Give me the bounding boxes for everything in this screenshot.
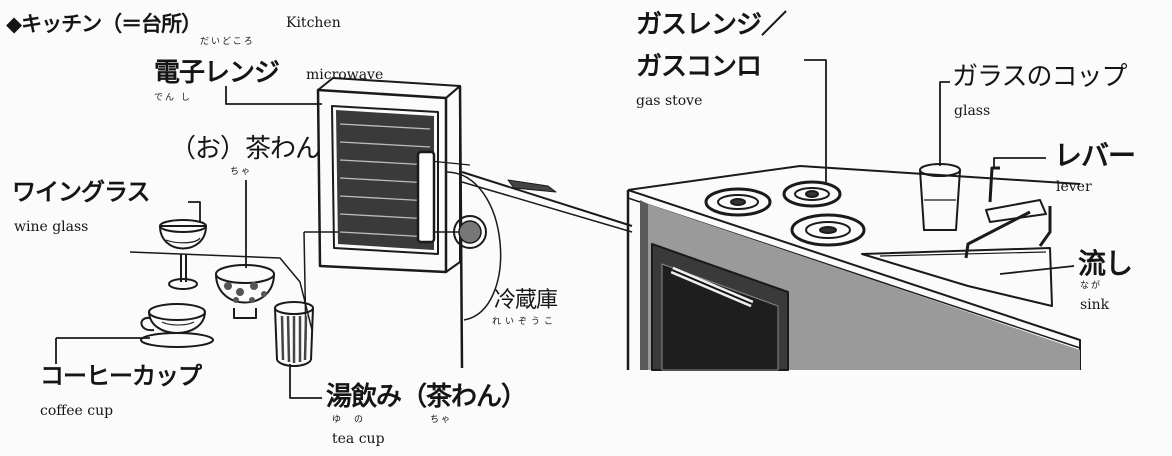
microwave-label-jp: 電子レンジ bbox=[154, 60, 279, 86]
section-title-kitchen-jp: ◆キッチン（＝台所） bbox=[6, 14, 201, 35]
gas-stove-label-en: gas stove bbox=[636, 94, 702, 108]
tea-cup-reading-1: ゆ の bbox=[332, 416, 365, 425]
coffee-cup-label-en: coffee cup bbox=[40, 404, 113, 418]
tea-cup-reading-2: ちゃ bbox=[430, 416, 452, 425]
sink-label-en: sink bbox=[1080, 298, 1109, 312]
tea-cup-label-en: tea cup bbox=[332, 432, 385, 446]
tea-cup-label-jp: 湯飲み（茶わん） bbox=[326, 384, 526, 410]
lever-label-jp: レバー bbox=[1054, 142, 1135, 170]
tea-cup-drawing bbox=[275, 302, 313, 366]
title-en: Kitchen bbox=[286, 16, 341, 30]
rice-bowl-label-jp: （お）茶わん bbox=[170, 136, 320, 162]
gas-stove-label-jp-1: ガスレンジ／ bbox=[636, 12, 786, 38]
drinking-glass-drawing bbox=[920, 164, 960, 230]
sink-label-jp: 流し bbox=[1078, 250, 1132, 278]
wine-glass-label-en: wine glass bbox=[14, 220, 88, 234]
refrigerator-reading: れいぞうこ bbox=[492, 318, 557, 327]
stove-counter-drawing bbox=[628, 166, 1080, 370]
title-reading: だいどころ bbox=[200, 38, 255, 47]
lever-label-en: lever bbox=[1056, 180, 1092, 194]
gas-stove-label-jp-2: ガスコンロ bbox=[636, 54, 761, 80]
title-jp-text: キッチン（＝台所） bbox=[21, 12, 201, 36]
rice-bowl-drawing bbox=[216, 265, 274, 318]
glass-label-jp: ガラスのコップ bbox=[952, 64, 1126, 90]
wine-glass-label-jp: ワイングラス bbox=[12, 180, 150, 204]
coffee-cup-label-jp: コーヒーカップ bbox=[40, 364, 201, 388]
microwave-drawing bbox=[318, 78, 486, 272]
counter-shelf-drawing bbox=[462, 172, 632, 232]
rice-bowl-reading: ちゃ bbox=[230, 168, 252, 177]
microwave-label-en: microwave bbox=[306, 68, 383, 82]
refrigerator-label-jp: 冷蔵庫 bbox=[494, 290, 557, 312]
coffee-cup-drawing bbox=[141, 304, 213, 347]
microwave-reading: でん し bbox=[154, 94, 192, 103]
glass-label-en: glass bbox=[954, 104, 990, 118]
diamond-marker: ◆ bbox=[6, 12, 21, 36]
sink-reading: なが bbox=[1080, 282, 1102, 291]
